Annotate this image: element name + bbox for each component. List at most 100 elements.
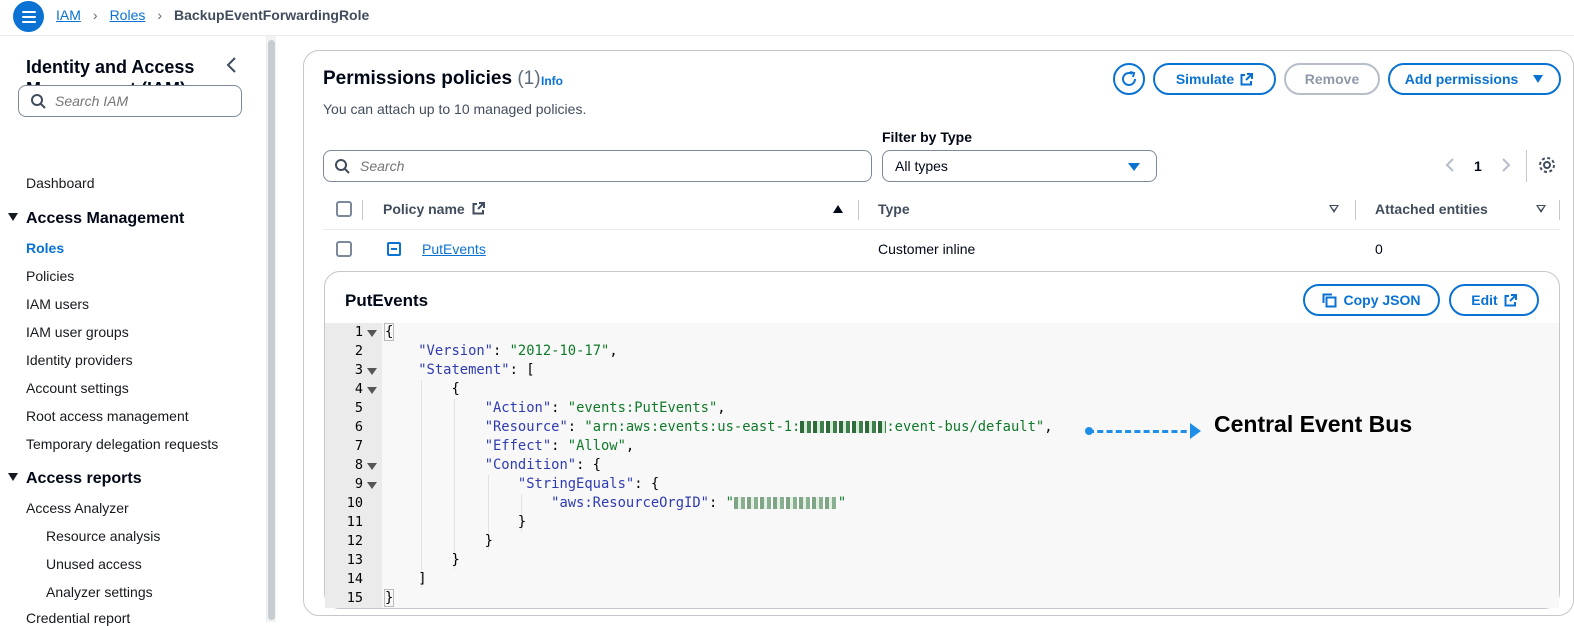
json-key: "StringEquals" (517, 476, 635, 492)
sidebar-item-root-access[interactable]: Root access management (26, 408, 189, 424)
collapse-row-icon[interactable] (387, 242, 401, 256)
json-key: "Resource" (484, 419, 568, 435)
breadcrumb: IAM › Roles › BackupEventForwardingRole (56, 7, 369, 23)
pagination-next-icon[interactable] (1500, 157, 1512, 173)
chevron-left-icon[interactable] (224, 56, 240, 74)
code-line: } (385, 533, 493, 549)
column-header-attached-entities[interactable]: Attached entities (1375, 201, 1488, 217)
column-header-policy-name[interactable]: Policy name (383, 201, 485, 217)
sidebar-item-temporary-delegation[interactable]: Temporary delegation requests (26, 436, 219, 452)
copy-json-label: Copy JSON (1343, 292, 1421, 308)
gear-icon[interactable] (1538, 156, 1556, 174)
sidebar-section-access-reports[interactable]: Access reports (8, 470, 142, 488)
sidebar-item-unused-access[interactable]: Unused access (46, 556, 142, 572)
indent-guide (521, 494, 522, 531)
policy-count: (1) (517, 68, 541, 89)
sidebar: Identity and Access Management (IAM) (0, 36, 266, 622)
sidebar-section-access-management[interactable]: Access Management (8, 210, 184, 228)
sidebar-item-account-settings[interactable]: Account settings (26, 380, 129, 396)
section-label: Access reports (26, 470, 142, 487)
code-line: } (385, 552, 460, 568)
line-number: 11 (346, 514, 363, 530)
sort-ascending-icon[interactable] (833, 205, 843, 213)
row-checkbox[interactable] (336, 241, 352, 257)
sidebar-item-credential-report[interactable]: Credential report (26, 610, 131, 626)
sort-icon[interactable] (1536, 205, 1546, 213)
menu-button[interactable] (13, 1, 44, 32)
external-link-icon (472, 202, 485, 215)
policy-search-input[interactable] (323, 150, 872, 182)
sidebar-item-access-analyzer[interactable]: Access Analyzer (26, 500, 129, 516)
add-permissions-button[interactable]: Add permissions (1388, 63, 1561, 95)
info-link[interactable]: Info (541, 74, 563, 88)
select-all-checkbox[interactable] (336, 201, 352, 217)
code-editor[interactable] (325, 323, 1559, 608)
code-line: "aws:ResourceOrgID": "" (551, 495, 847, 511)
sidebar-item-iam-users[interactable]: IAM users (26, 296, 90, 312)
sidebar-item-resource-analysis[interactable]: Resource analysis (46, 528, 161, 544)
breadcrumb-iam[interactable]: IAM (56, 7, 81, 23)
annotation-arrow-line (1088, 430, 1196, 433)
sidebar-search-input[interactable] (18, 85, 242, 117)
json-value: " (725, 495, 734, 511)
line-number: 7 (354, 438, 363, 454)
line-number: 14 (346, 571, 363, 587)
sidebar-item-dashboard[interactable]: Dashboard (26, 175, 95, 191)
line-number: 9 (354, 476, 363, 492)
json-key: "Action" (484, 400, 552, 416)
sidebar-item-roles[interactable]: Roles (26, 240, 65, 256)
chevron-right-icon: › (92, 7, 98, 23)
sidebar-item-user-groups[interactable]: IAM user groups (26, 324, 129, 340)
scroll-thumb[interactable] (268, 40, 275, 620)
fold-icon[interactable] (367, 330, 377, 337)
policy-detail-title: PutEvents (345, 291, 429, 310)
pagination-page[interactable]: 1 (1474, 158, 1482, 174)
divider (1526, 150, 1527, 182)
caret-down-icon (8, 212, 18, 221)
line-number: 2 (354, 343, 363, 359)
fold-icon[interactable] (367, 368, 377, 375)
caret-down-icon (8, 472, 18, 481)
json-key: "Condition" (484, 457, 577, 473)
code-line: "StringEquals": { (517, 476, 660, 492)
sidebar-item-identity-providers[interactable]: Identity providers (26, 352, 133, 368)
breadcrumb-current: BackupEventForwardingRole (174, 7, 370, 23)
fold-icon[interactable] (367, 482, 377, 489)
search-icon (31, 94, 46, 109)
caret-down-icon (1533, 75, 1544, 83)
brace: { (383, 323, 395, 341)
search-icon (335, 159, 350, 174)
json-value: " (837, 495, 847, 511)
remove-button[interactable]: Remove (1284, 63, 1380, 95)
refresh-button[interactable] (1113, 63, 1145, 95)
column-header-type[interactable]: Type (878, 201, 910, 217)
json-value: "Allow" (567, 438, 626, 454)
filter-type-select[interactable]: All types (882, 150, 1157, 182)
json-key: "Version" (418, 343, 493, 359)
copy-json-button[interactable]: Copy JSON (1303, 284, 1440, 316)
line-number: 15 (346, 590, 363, 606)
fold-icon[interactable] (367, 463, 377, 470)
sidebar-scrollbar[interactable] (266, 36, 276, 622)
title-text: Permissions policies (323, 68, 513, 89)
simulate-button[interactable]: Simulate (1153, 63, 1276, 95)
hamburger-icon (21, 10, 36, 23)
policy-link[interactable]: PutEvents (422, 241, 486, 257)
column-divider (1355, 200, 1356, 220)
sidebar-item-policies[interactable]: Policies (26, 268, 75, 284)
code-line: "Version": "2012-10-17", (418, 343, 618, 359)
header-label: Policy name (383, 201, 465, 217)
edit-button[interactable]: Edit (1449, 284, 1539, 316)
sidebar-item-analyzer-settings[interactable]: Analyzer settings (46, 584, 153, 600)
breadcrumb-roles[interactable]: Roles (109, 7, 146, 23)
simulate-label: Simulate (1175, 71, 1235, 87)
fold-icon[interactable] (367, 387, 377, 394)
code-line: "Statement": [ (418, 362, 535, 378)
refresh-icon (1122, 71, 1136, 86)
table-row-attached: 0 (1375, 241, 1383, 257)
pagination-prev-icon[interactable] (1444, 157, 1456, 173)
column-divider (858, 200, 859, 220)
external-link-icon (1240, 72, 1254, 85)
table-row-policy-name[interactable]: PutEvents (422, 241, 486, 257)
sort-icon[interactable] (1329, 205, 1339, 213)
